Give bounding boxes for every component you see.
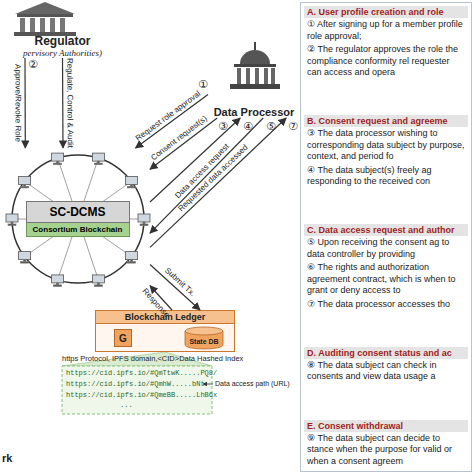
node-text: Consortium Blockchain [26,223,130,237]
step-section: E. Consent withdrawal⑨ The data subject … [304,420,468,469]
callout-number: ② [28,58,38,71]
node-title: D. Auditing consent status and ac [304,347,468,359]
edge-label: Regulate, Control & Audit [65,58,74,148]
network-ring [6,153,150,286]
callout-number: ③ [218,120,228,133]
node-title: Regulator [34,34,90,48]
connector-arrow [150,118,263,233]
edge-label: Response [140,286,171,319]
processor-node: Data Processor [208,40,300,118]
edge-label: Approve/Revoke Role [14,64,23,142]
node-text: ⑦ The data processor accesses tho [304,298,468,312]
step-section: D. Auditing consent status and ac⑧ The d… [304,347,468,384]
state-db-cylinder: State DB [184,326,224,350]
step-section: C. Data access request and author⑤ Upon … [304,224,468,311]
edge-label: Request role approval [133,89,201,143]
node-text: ② The regulator approves the role the co… [304,43,468,80]
node-text: ⑨ The data subject can decide to stance … [304,432,468,469]
regulator-building [14,2,76,36]
cylinder-top [185,327,223,335]
edge-label: Submit Tx. [163,266,197,298]
url-text: https://cid.ipfs.io/#QmTtwK.....PQ8/ [66,369,217,377]
node-title: G [119,333,127,344]
url-text: https://cid.ipfs.io/#QmhW.....bNt [66,380,205,388]
node-title: Data Processor [214,106,295,118]
callout-number: ⑤ [266,120,276,133]
steps-panel: A. User profile creation and role① After… [300,2,472,472]
node-text: ④ The data subject(s) freely ag respondi… [304,164,468,189]
callout-number: ④ [243,120,253,133]
connector-arrow [24,58,25,148]
blockchain-network: SC-DCMSConsortium Blockchain [5,148,150,290]
node-title: State DB [189,338,218,345]
connector-arrow [62,58,64,148]
step-section: A. User profile creation and role① After… [304,6,468,80]
node-text: ⑤ Upon receiving the consent ag to data … [304,236,468,261]
node-title: SC-DCMS [26,201,130,223]
node-title: B. Consent request and agreeme [304,115,468,127]
node-text: ⑧ The data subject can check in consents… [304,359,468,384]
url-text: https://cid.ipfs.io/#QmeBB.....LhB6x [66,391,217,399]
node-text: ① After signing up for a member profile … [304,18,468,43]
regulator-node: Regulatorpervisory Authorities) [0,0,125,58]
node-title: E. Consent withdrawal [304,420,468,432]
genesis-block: G [114,329,132,347]
node-title: A. User profile creation and role [304,6,468,18]
callout-number: ⑦ [288,120,298,133]
ellipsis-text: ... [120,401,133,409]
node-title: C. Data access request and author [304,224,468,236]
protocol-note: https Protocol, IPFS domain,<CID>Data Ha… [62,354,243,363]
node-text: ⑥ The rights and authorization agreement… [304,261,468,298]
step-section: B. Consent request and agreeme③ The data… [304,115,468,189]
path-note: Data access path (URL) [215,380,290,387]
node-text: pervisory Authorities) [23,48,102,58]
callout-number: ① [198,78,208,91]
node-text: ③ The data processor wishing to correspo… [304,127,468,164]
cropped-label: rk [2,452,12,464]
processor-building [230,42,280,89]
